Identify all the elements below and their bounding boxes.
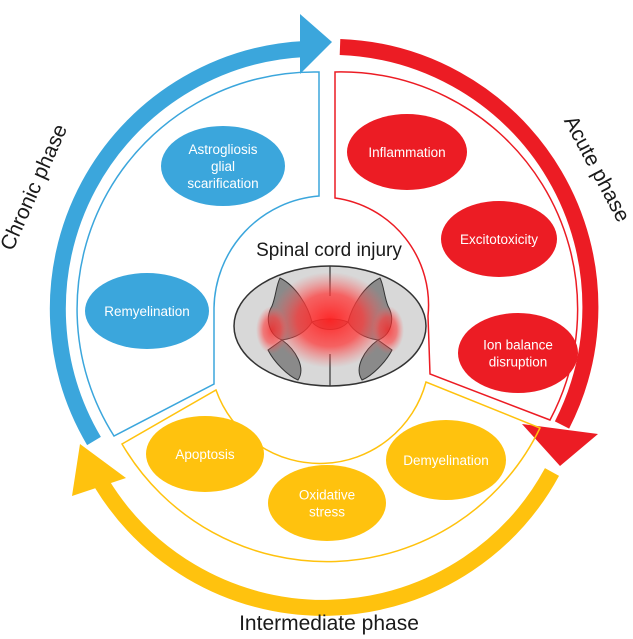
phase-sectors bbox=[76, 71, 579, 563]
acute-sector-outline bbox=[334, 71, 579, 421]
bubble-excitotoxicity: Excitotoxicity bbox=[441, 201, 557, 277]
acute-phase-arrow bbox=[339, 39, 599, 429]
injury-site-glow bbox=[270, 272, 390, 368]
spinal-cord-cross-section bbox=[233, 265, 427, 387]
bubble-inflammation: Inflammation bbox=[347, 114, 467, 190]
intermediate-arrow-head bbox=[72, 444, 126, 496]
bubble-demyelination-label: Demyelination bbox=[403, 453, 489, 468]
bubble-remyelination-label: Remyelination bbox=[104, 304, 190, 319]
bubble-apoptosis-label: Apoptosis bbox=[175, 447, 235, 462]
bubble-apoptosis: Apoptosis bbox=[146, 416, 264, 492]
intermediate-phase-label: Intermediate phase bbox=[239, 612, 419, 635]
intermediate-phase-arrow bbox=[95, 468, 560, 616]
chronic-phase-arrow bbox=[49, 41, 306, 446]
bubble-inflammation-label: Inflammation bbox=[368, 145, 445, 160]
intermediate-sector-outline bbox=[120, 380, 542, 563]
bubble-remyelination: Remyelination bbox=[85, 273, 209, 349]
acute-arrow-head bbox=[522, 424, 598, 466]
bubble-excitotoxicity-label: Excitotoxicity bbox=[460, 232, 538, 247]
phase-arrows bbox=[49, 14, 599, 616]
chronic-sector-outline bbox=[76, 71, 320, 437]
bubble-demyelination: Demyelination bbox=[386, 420, 506, 500]
injury-glow-right bbox=[372, 306, 404, 354]
diagram-title: Spinal cord injury bbox=[256, 240, 402, 261]
chronic-arrow-head bbox=[300, 14, 332, 74]
injury-glow-left bbox=[256, 306, 288, 354]
